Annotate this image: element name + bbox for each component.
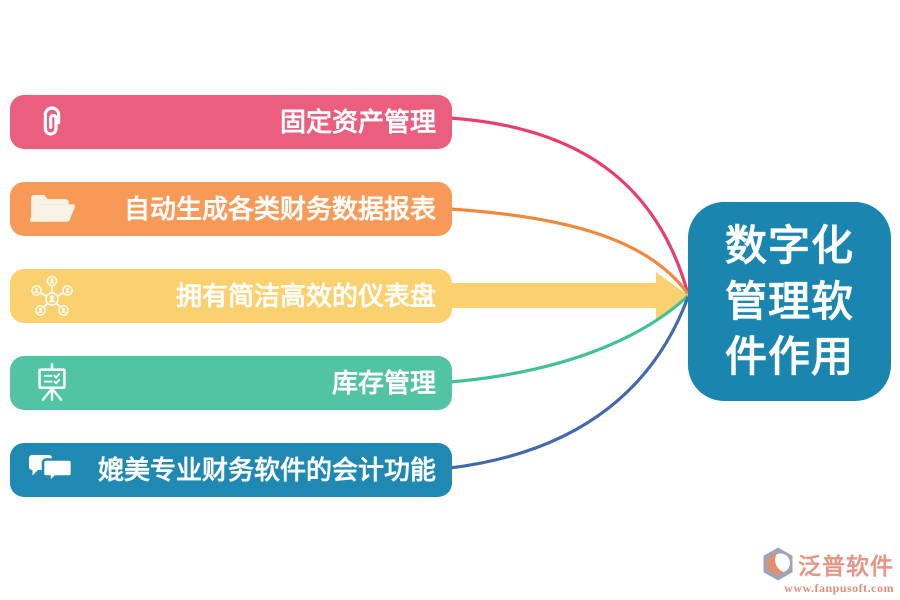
feature-label: 自动生成各类财务数据报表 — [123, 194, 436, 224]
feature-bar-fixed-assets: 固定资产管理 — [10, 95, 452, 149]
presentation-board-icon — [26, 358, 78, 408]
folder-icon — [26, 184, 78, 234]
feature-label: 固定资产管理 — [279, 107, 436, 137]
feature-label: 拥有简洁高效的仪表盘 — [175, 281, 436, 311]
connector-curve-accounting — [449, 296, 690, 470]
watermark: 泛普软件 www.fanpusoft.com — [752, 545, 894, 596]
feature-bar-accounting: 媲美专业财务软件的会计功能 — [10, 443, 452, 497]
feature-label: 媲美专业财务软件的会计功能 — [97, 455, 436, 485]
arrow-connector-dashboard — [440, 272, 689, 320]
center-topic-label: 数字化 管理软 件作用 — [724, 222, 854, 381]
connector-curve-inventory — [449, 294, 690, 384]
connector-curve-reports — [449, 207, 690, 295]
fanpu-logo-icon — [760, 545, 796, 583]
connector-curve-fixed-assets — [449, 116, 690, 295]
feature-bar-reports: 自动生成各类财务数据报表 — [10, 182, 452, 236]
watermark-url: www.fanpusoft.com — [784, 581, 894, 595]
paperclip-icon — [26, 97, 78, 147]
people-network-icon — [26, 271, 78, 321]
center-topic: 数字化 管理软 件作用 — [688, 202, 891, 401]
watermark-title: 泛普软件 — [798, 553, 894, 579]
feature-label: 库存管理 — [331, 368, 436, 398]
chat-bubbles-icon — [26, 445, 78, 495]
feature-bar-inventory: 库存管理 — [10, 356, 452, 410]
feature-bar-dashboard: 拥有简洁高效的仪表盘 — [10, 269, 452, 323]
